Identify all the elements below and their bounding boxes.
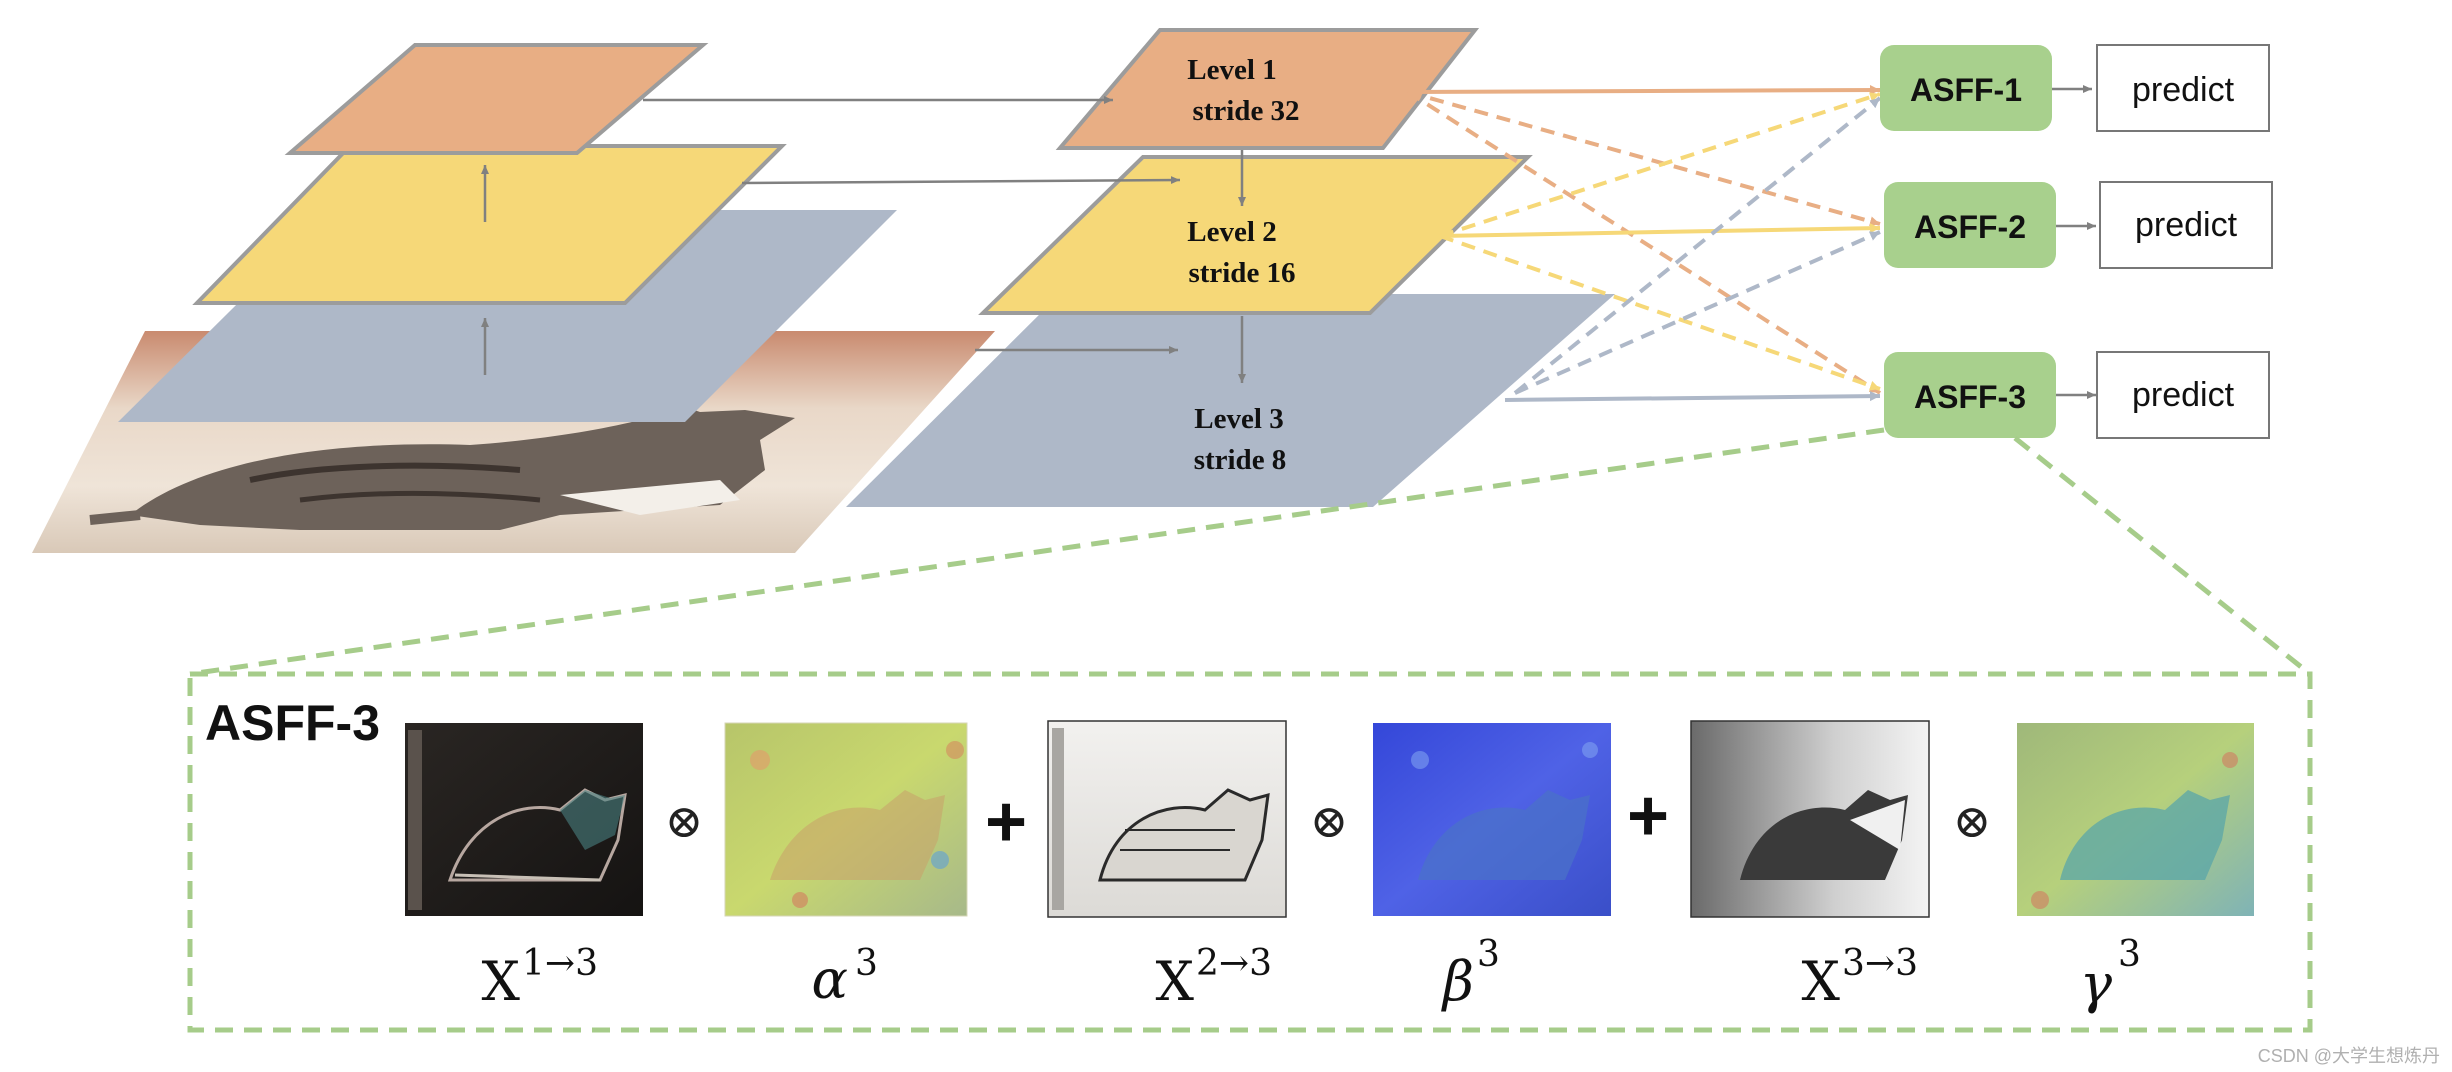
weight-map-beta: [1373, 723, 1611, 916]
level3-name: Level 3: [1194, 403, 1283, 435]
feature-image-x2: [1047, 720, 1287, 918]
svg-text:1→3: 1→3: [522, 943, 598, 984]
asff-3-label: ASFF-3: [1914, 379, 2026, 415]
level1-stride: stride 32: [1192, 95, 1299, 127]
pyramid-plane-level2: [192, 144, 787, 305]
feature-level2-plane: [978, 155, 1533, 315]
svg-text:X: X: [482, 950, 521, 1013]
zoom-line-left: [189, 427, 1885, 677]
term-label-alpha: α 3: [812, 943, 878, 1011]
svg-text:β: β: [1441, 950, 1474, 1013]
asff-2-block: ASFF-2: [1884, 182, 2056, 268]
feature-level1-plane: [1055, 28, 1480, 150]
svg-text:3: 3: [2118, 934, 2141, 975]
arrow-to-level2: [741, 176, 1181, 185]
svg-text:γ: γ: [2080, 952, 2113, 1015]
fusion-connections: [1406, 85, 1882, 402]
zoom-line-right: [2013, 436, 2312, 676]
operator-multiply-1: ⊗: [665, 794, 704, 848]
svg-text:3: 3: [1477, 934, 1500, 975]
term-label-x2: X 2→3: [1156, 943, 1272, 1013]
asff-1-label: ASFF-1: [1910, 72, 2022, 108]
operator-multiply-2: ⊗: [1310, 794, 1349, 848]
feature-image-x1: [405, 723, 643, 916]
term-label-gamma: γ 3: [2080, 934, 2141, 1015]
level2-name: Level 2: [1187, 216, 1276, 248]
feature-image-x3: [1690, 720, 1930, 918]
term-label-beta: β 3: [1441, 934, 1500, 1013]
level2-stride: stride 16: [1188, 257, 1295, 289]
predict-box-3: predict: [2096, 351, 2270, 439]
pyramid-plane-level1: [284, 43, 709, 155]
predict-label-2: predict: [2135, 206, 2238, 244]
asff-2-label: ASFF-2: [1914, 209, 2026, 245]
predict-box-1: predict: [2096, 44, 2270, 132]
operator-multiply-3: ⊗: [1953, 794, 1992, 848]
operator-plus-2: +: [1627, 776, 1669, 856]
asff-1-block: ASFF-1: [1880, 45, 2052, 131]
svg-text:X: X: [1802, 950, 1841, 1013]
svg-text:α: α: [812, 948, 848, 1011]
svg-text:3: 3: [855, 943, 878, 984]
svg-text:2→3: 2→3: [1196, 943, 1272, 984]
level1-name: Level 1: [1187, 54, 1276, 86]
operator-plus-1: +: [985, 782, 1027, 862]
predict-label-1: predict: [2132, 71, 2235, 109]
weight-map-alpha: [724, 722, 968, 917]
level3-stride: stride 8: [1194, 444, 1287, 476]
predict-label-3: predict: [2132, 376, 2235, 414]
term-label-x1: X 1→3: [482, 943, 598, 1013]
weight-map-gamma: [2017, 723, 2254, 916]
svg-text:3→3: 3→3: [1842, 943, 1918, 984]
term-label-x3: X 3→3: [1802, 943, 1918, 1013]
watermark: CSDN @大学生想炼丹: [2258, 1046, 2440, 1066]
feature-level3-plane: [846, 294, 1615, 507]
predict-box-2: predict: [2099, 181, 2273, 269]
svg-text:X: X: [1156, 950, 1195, 1013]
detail-title: ASFF-3: [205, 695, 380, 751]
asff-3-block: ASFF-3: [1884, 352, 2056, 438]
